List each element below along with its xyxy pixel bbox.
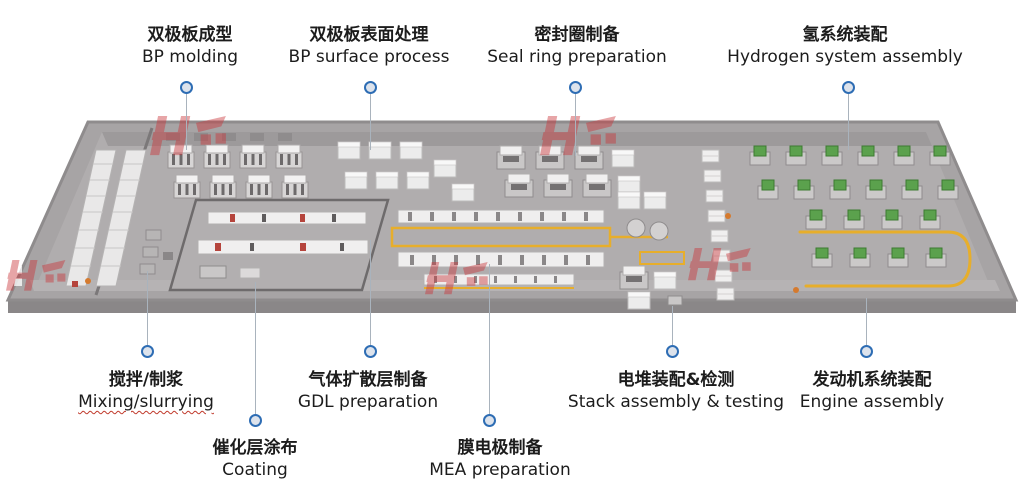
connector-dot-stack [666, 345, 679, 358]
leader-mea [489, 264, 490, 414]
label-coating: 催化层涂布 Coating [213, 437, 298, 481]
connector-dot-bp-surface [364, 81, 377, 94]
label-gdl: 气体扩散层制备 GDL preparation [298, 369, 438, 413]
leader-bp-molding [186, 93, 187, 150]
label-seal-ring-zh: 密封圈制备 [534, 25, 620, 45]
area-gdl-mea-lines [390, 209, 668, 289]
area-engine-assembly [793, 209, 972, 293]
connector-dot-bp-molding [180, 81, 193, 94]
label-engine-zh: 发动机系统装配 [812, 370, 932, 390]
leader-hydrogen [848, 93, 849, 150]
connector-dot-seal-ring [569, 81, 582, 94]
connector-dot-coating [249, 414, 262, 427]
label-hydrogen-zh: 氢系统装配 [802, 25, 888, 45]
label-bp-molding-en: BP molding [141, 47, 239, 67]
leader-bp-surface [370, 93, 371, 150]
label-coating-en: Coating [222, 460, 288, 480]
room-coating [168, 198, 390, 292]
connector-dot-mixing [141, 345, 154, 358]
area-mixing-racks [65, 149, 173, 287]
leader-stack [672, 306, 673, 345]
leader-seal-ring [575, 93, 576, 156]
label-gdl-zh: 气体扩散层制备 [308, 370, 428, 390]
label-bp-molding-zh: 双极板成型 [147, 25, 233, 45]
label-seal-ring-en: Seal ring preparation [487, 47, 667, 67]
leader-mixing [147, 271, 148, 345]
leader-engine [866, 298, 867, 345]
label-mea: 膜电极制备 MEA preparation [429, 437, 571, 481]
label-stack: 电堆装配&检测 Stack assembly & testing [568, 369, 784, 413]
connector-dot-gdl [364, 345, 377, 358]
label-stack-en: Stack assembly & testing [567, 392, 785, 412]
connector-dot-mea [483, 414, 496, 427]
label-mixing-zh: 搅拌/制浆 [108, 370, 184, 390]
label-stack-zh: 电堆装配&检测 [617, 370, 735, 390]
label-engine-en: Engine assembly [799, 392, 945, 412]
label-mea-en: MEA preparation [429, 460, 571, 480]
label-hydrogen-en: Hydrogen system assembly [727, 47, 963, 67]
leader-gdl [370, 240, 371, 345]
pallet-column [701, 149, 735, 301]
label-seal-ring: 密封圈制备 Seal ring preparation [487, 24, 667, 68]
label-gdl-en: GDL preparation [297, 392, 439, 412]
label-engine: 发动机系统装配 Engine assembly [800, 369, 944, 413]
leader-coating [255, 282, 256, 414]
label-coating-zh: 催化层涂布 [212, 438, 298, 458]
label-mea-zh: 膜电极制备 [457, 438, 543, 458]
label-bp-molding: 双极板成型 BP molding [142, 24, 238, 68]
label-bp-surface-en: BP surface process [288, 47, 450, 67]
label-mixing-en: Mixing/slurrying [78, 392, 214, 412]
label-bp-surface-zh: 双极板表面处理 [309, 25, 429, 45]
connector-dot-engine [860, 345, 873, 358]
label-hydrogen: 氢系统装配 Hydrogen system assembly [727, 24, 963, 68]
connector-dot-hydrogen [842, 81, 855, 94]
label-mixing: 搅拌/制浆 Mixing/slurrying [78, 369, 214, 413]
label-bp-surface: 双极板表面处理 BP surface process [289, 24, 450, 68]
area-stack-assembly [617, 191, 685, 310]
